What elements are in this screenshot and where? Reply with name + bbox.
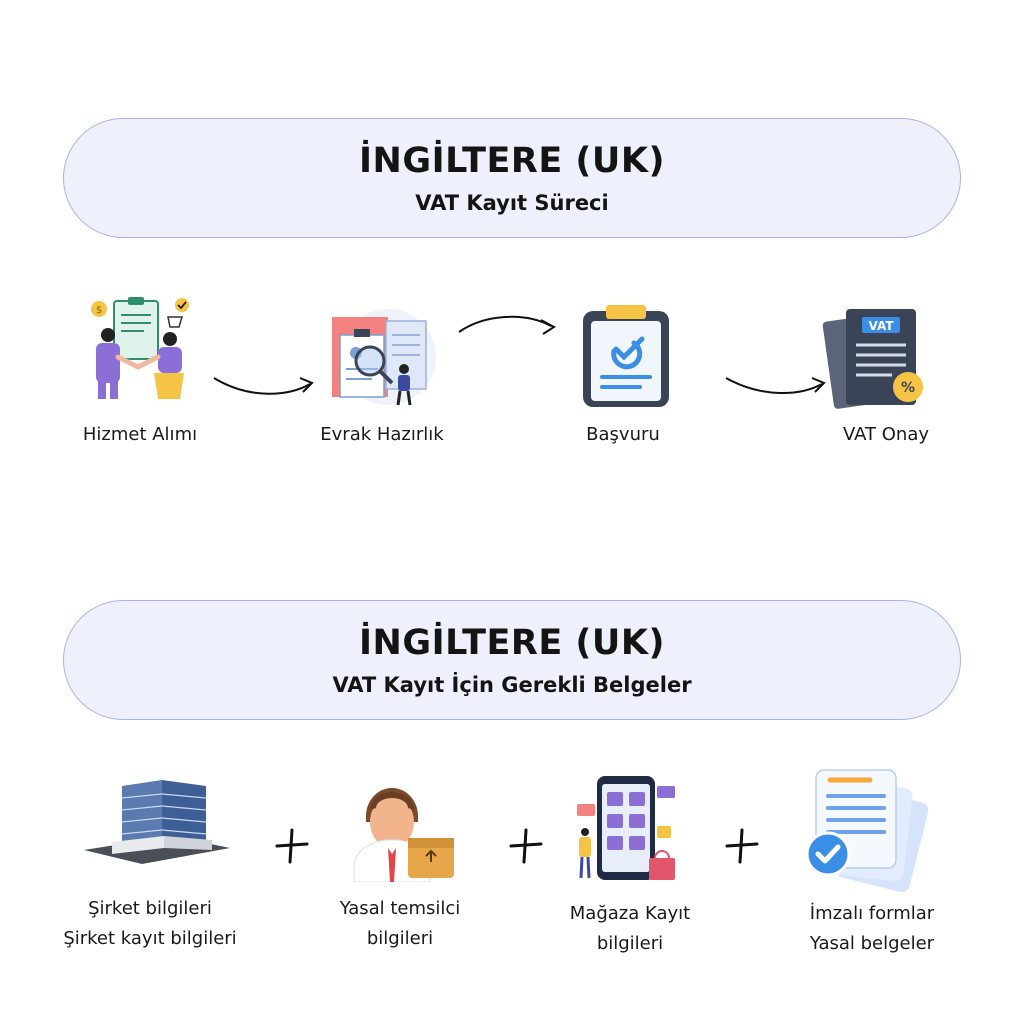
document-label-line2: Yasal belgeler: [809, 933, 935, 954]
flow-arrow-1: [213, 377, 314, 395]
process-panel-title: İNGİLTERE (UK): [359, 141, 665, 181]
document-label: Mağaza Kayıt bilgileri: [530, 899, 730, 959]
documents-header-panel: İNGİLTERE (UK) VAT Kayıt İçin Gerekli Be…: [63, 600, 961, 720]
flow-arrow-2: [458, 315, 556, 335]
document-label: Şirket bilgileri Şirket kayıt bilgileri: [40, 894, 260, 954]
clipboard-check-icon: [583, 305, 669, 407]
process-step-label: VAT Onay: [842, 424, 930, 445]
signed-forms-icon: [805, 769, 929, 892]
svg-text:%: %: [901, 380, 915, 396]
vat-document-icon: VAT %: [822, 309, 923, 409]
document-label-line2: bilgileri: [596, 933, 664, 954]
document-label-line2: bilgileri: [366, 928, 434, 949]
plus-symbol: [725, 828, 759, 864]
document-search-icon: [332, 309, 436, 406]
document-label: Yasal temsilci bilgileri: [300, 894, 500, 954]
document-label-line1: Şirket bilgileri: [88, 898, 212, 919]
plus-symbol: [509, 828, 543, 864]
documents-panel-subtitle: VAT Kayıt İçin Gerekli Belgeler: [332, 673, 692, 697]
documents-panel-title: İNGİLTERE (UK): [359, 623, 665, 663]
svg-text:VAT: VAT: [868, 319, 894, 333]
document-label-line2: Şirket kayıt bilgileri: [63, 928, 237, 949]
process-step-label: Hizmet Alımı: [82, 424, 198, 445]
document-label: İmzalı formlar Yasal belgeler: [772, 899, 972, 959]
representative-person-icon: [353, 788, 454, 882]
plus-symbol: [275, 828, 309, 864]
process-header-panel: İNGİLTERE (UK) VAT Kayıt Süreci: [63, 118, 961, 238]
office-building-icon: [84, 780, 230, 864]
process-step-label: Başvuru: [586, 424, 660, 445]
flow-arrow-3: [725, 377, 826, 395]
document-label-line1: Mağaza Kayıt: [569, 903, 691, 924]
document-label-line1: Yasal temsilci: [339, 898, 461, 919]
svg-text:$: $: [96, 305, 102, 316]
handshake-agreement-icon: $: [91, 297, 189, 399]
online-store-icon: [577, 776, 675, 880]
process-panel-subtitle: VAT Kayıt Süreci: [415, 191, 609, 215]
process-step-label: Evrak Hazırlık: [320, 424, 444, 445]
document-label-line1: İmzalı formlar: [809, 903, 935, 924]
